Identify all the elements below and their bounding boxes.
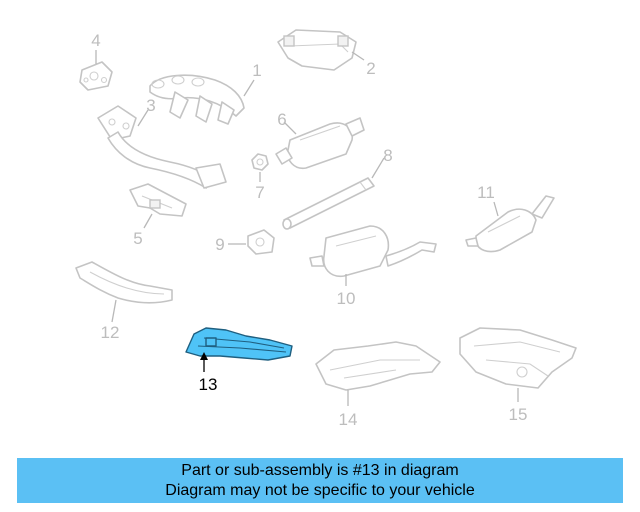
callout-12: 12 (101, 323, 120, 342)
callout-10: 10 (337, 289, 356, 308)
callout-1: 1 (252, 61, 261, 80)
part-7-nut[interactable] (251, 153, 269, 171)
callout-4: 4 (91, 31, 100, 50)
part-5-bracket[interactable] (129, 183, 187, 217)
callout-13: 13 (199, 375, 218, 394)
banner-line-2: Diagram may not be specific to your vehi… (165, 481, 475, 499)
callout-9: 9 (215, 235, 224, 254)
part-9-clamp[interactable] (247, 229, 275, 255)
callout-5: 5 (133, 229, 142, 248)
callout-2: 2 (366, 59, 375, 78)
callout-8: 8 (383, 146, 392, 165)
callout-7: 7 (255, 183, 264, 202)
part-14-heat-shield[interactable] (315, 341, 441, 391)
part-10-muffler[interactable] (309, 225, 437, 278)
banner-line-1: Part or sub-assembly is #13 in diagram (181, 461, 459, 479)
part-4-gasket[interactable] (79, 61, 113, 91)
info-banner: Part or sub-assembly is #13 in diagram D… (17, 458, 623, 503)
callout-6: 6 (277, 110, 286, 129)
part-11-rear-muffler[interactable] (465, 195, 555, 253)
part-13-heat-shield-highlighted[interactable] (185, 327, 293, 361)
callout-3: 3 (146, 96, 155, 115)
part-8-intermediate-pipe[interactable] (282, 177, 375, 230)
part-1-exhaust-manifold[interactable] (149, 74, 245, 125)
callout-11: 11 (477, 183, 495, 202)
part-12-heat-shield[interactable] (75, 261, 173, 304)
callout-15: 15 (509, 405, 528, 424)
parts-diagram: 4 1 2 3 6 7 (75, 29, 577, 429)
part-3-front-pipe[interactable] (97, 105, 227, 189)
part-6-catalytic-converter[interactable] (275, 117, 365, 170)
callout-14: 14 (339, 410, 358, 429)
part-2-heat-shield[interactable] (277, 29, 357, 71)
part-15-floor-heat-shield[interactable] (459, 327, 577, 389)
